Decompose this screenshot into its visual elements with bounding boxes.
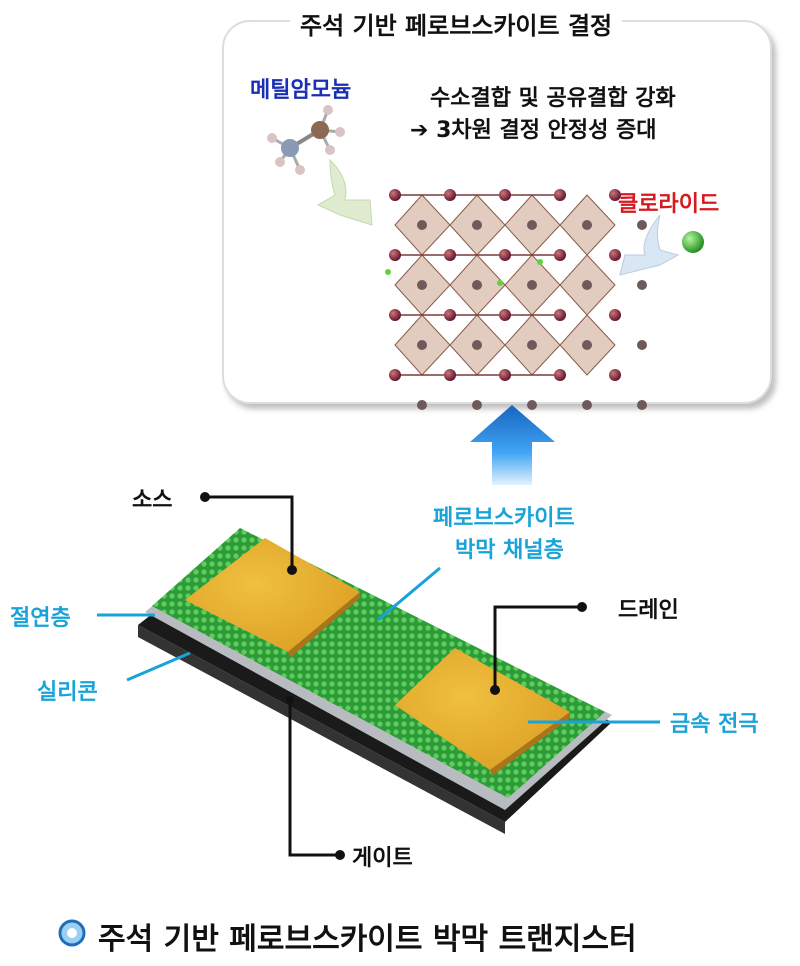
tin-atom: [637, 280, 647, 290]
tin-atom: [637, 340, 647, 350]
iodide-atom: [389, 249, 401, 261]
iodide-atom: [554, 369, 566, 381]
transistor-device: [138, 528, 612, 834]
tin-atom: [582, 280, 592, 290]
tin-atom: [582, 340, 592, 350]
iodide-atom: [389, 369, 401, 381]
right-arrow-icon: ➔: [410, 118, 437, 143]
arrow-from-methyl-icon: [316, 158, 373, 226]
methylammonium-label: 메틸암모늄: [250, 78, 352, 103]
up-arrow-icon: [470, 405, 555, 485]
chloride-ion-icon: [682, 231, 704, 253]
crystal-panel-title: 주석 기반 페로브스카이트 결정: [290, 6, 623, 41]
figure-caption: 주석 기반 페로브스카이트 박막 트랜지스터: [98, 922, 637, 957]
tin-atom: [417, 280, 427, 290]
tin-atom: [527, 220, 537, 230]
iodide-atom: [499, 369, 511, 381]
bullet-circle-icon: [58, 919, 86, 947]
channel-label-1: 페로브스카이트: [433, 506, 575, 531]
iodide-atom: [554, 189, 566, 201]
tin-atom: [527, 400, 537, 410]
tin-atom: [582, 400, 592, 410]
chloride-atom: [497, 280, 503, 286]
iodide-atom: [499, 309, 511, 321]
chloride-atom: [537, 259, 543, 265]
drain-label: 드레인: [618, 598, 679, 623]
effect-line-2-text: 3차원 결정 안정성 증대: [436, 118, 657, 143]
iodide-atom: [499, 249, 511, 261]
tin-atom: [417, 400, 427, 410]
tin-atom: [472, 400, 482, 410]
chloride-label: 클로라이드: [618, 192, 720, 217]
tin-atom: [527, 280, 537, 290]
iodide-atom: [444, 369, 456, 381]
iodide-atom: [499, 189, 511, 201]
iodide-atom: [609, 189, 621, 201]
electrode-label: 금속 전극: [670, 712, 759, 737]
iodide-atom: [609, 249, 621, 261]
iodide-atom: [444, 189, 456, 201]
source-label: 소스: [132, 488, 173, 513]
tin-atom: [637, 220, 647, 230]
chloride-atom: [385, 269, 391, 275]
iodide-atom: [444, 309, 456, 321]
arrow-from-chloride-icon: [619, 214, 680, 276]
perovskite-crystal: [385, 189, 647, 410]
tin-atom: [472, 280, 482, 290]
iodide-atom: [609, 369, 621, 381]
insulator-label: 절연층: [10, 606, 71, 631]
iodide-atom: [389, 189, 401, 201]
silicon-label: 실리콘: [37, 680, 98, 705]
tin-atom: [637, 400, 647, 410]
iodide-atom: [389, 309, 401, 321]
tin-atom: [417, 220, 427, 230]
effect-line-2: ➔ 3차원 결정 안정성 증대: [410, 112, 657, 144]
channel-label-2: 박막 채널층: [455, 538, 564, 563]
effect-line-1: 수소결합 및 공유결합 강화: [430, 86, 676, 111]
tin-atom: [472, 340, 482, 350]
tin-atom: [417, 340, 427, 350]
drain-electrode: [395, 648, 570, 770]
iodide-atom: [554, 249, 566, 261]
methylammonium-molecule-icon: [267, 105, 345, 175]
iodide-atom: [444, 249, 456, 261]
gate-label: 게이트: [352, 846, 413, 871]
source-electrode: [185, 538, 360, 652]
tin-atom: [472, 220, 482, 230]
iodide-atom: [554, 309, 566, 321]
tin-atom: [527, 340, 537, 350]
tin-atom: [582, 220, 592, 230]
iodide-atom: [609, 309, 621, 321]
